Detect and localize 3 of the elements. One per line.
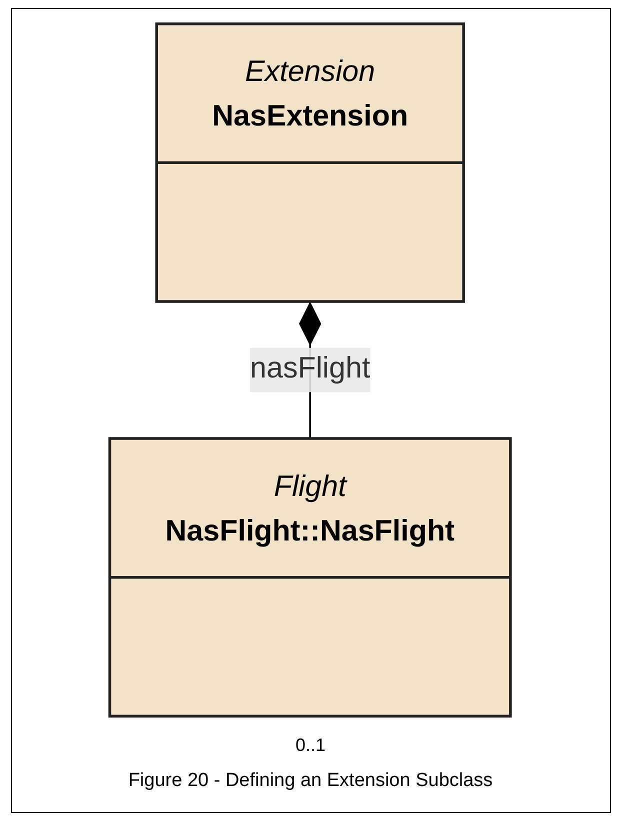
multiplicity-label: 0..1: [295, 735, 326, 756]
figure-caption: Figure 20 - Defining an Extension Subclass: [128, 770, 493, 792]
edge-label: nasFlight: [250, 353, 371, 385]
